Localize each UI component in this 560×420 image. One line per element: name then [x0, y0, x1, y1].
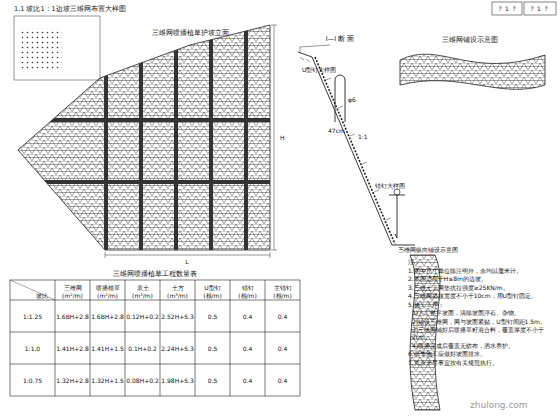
note: 1.图中尺寸单位除注明外，余均以厘米计。: [408, 267, 554, 274]
note: 7.其余未尽事宜按有关规范执行。: [408, 359, 554, 366]
note: 6.雨季施工应做好坡面排水。: [408, 350, 554, 357]
note: 3.三维土工网垫抗拉强度≥25KN/m。: [408, 284, 554, 291]
table-unit: (m³/m): [132, 292, 153, 299]
table-unit: (根/m): [273, 292, 292, 299]
table-cell: 1:0.75: [23, 377, 42, 384]
title-block-cell: ?: [512, 5, 515, 12]
table-unit: (根/m): [238, 292, 257, 299]
note: 2)铺设三维网，网与坡面紧贴，U型钉间距1.5m。: [412, 318, 554, 325]
note: 1)人工整平坡面，清除坡面浮石、杂物。: [412, 309, 554, 316]
watermark: zhulong.com: [470, 400, 528, 410]
table-header: 锚钉: [242, 284, 254, 291]
table-cell: 0.5: [208, 313, 218, 320]
table-cell: 1:1.25: [23, 313, 42, 320]
table-cell: 0.4: [243, 377, 253, 384]
table-cell: 2.24H+5.3: [161, 345, 193, 352]
table-title: 三维网喷播植草工程数量表: [113, 271, 197, 278]
table-cell: 0.4: [278, 345, 288, 352]
title-block-cell: ?: [530, 5, 533, 12]
table-cell: 1.32H+2.8: [56, 377, 88, 384]
section-title: I—I 断 面: [326, 36, 354, 43]
title-block-cell: ?: [544, 5, 547, 12]
dimension: 47cm: [328, 127, 345, 134]
table-cell: 0.12H+0.2: [126, 313, 158, 320]
table-cell: 0.5: [208, 345, 218, 352]
table-header: U型钉: [204, 284, 220, 291]
table-cell: 1.32H+1.5: [91, 377, 123, 384]
table-cell: 0.5: [208, 377, 218, 384]
table-cell: 0.4: [278, 377, 288, 384]
note: 5.施工工序：: [408, 301, 554, 308]
table-cell: 2.52H+5.3: [161, 313, 193, 320]
table-cell: 1:1.0: [25, 345, 40, 352]
title-block-cell: 1: [505, 5, 509, 12]
table-cell: 0.1H+0.2: [128, 345, 157, 352]
title-block-cell: 1: [537, 5, 541, 12]
table-cell: 0.4: [278, 313, 288, 320]
table-unit: (根/m): [203, 292, 222, 299]
note: 4)喷播完成后覆盖无纺布，洒水养护。: [412, 342, 554, 349]
table-unit: (m²/m): [97, 292, 118, 299]
table-cell: 1.98H+5.3: [161, 377, 193, 384]
view-title: 锚钉大样图: [375, 182, 405, 189]
dimension: φ6: [348, 96, 356, 103]
dimension: L: [185, 258, 188, 265]
table-unit: (m²/m): [62, 292, 83, 299]
table-header: 主锚钉: [274, 284, 292, 291]
table-cell: 1.41H+2.8: [56, 345, 88, 352]
note: 4.三维网搭接宽度不小于10cm，用U型钉固定。: [408, 292, 554, 299]
note: 注：: [408, 258, 554, 265]
view-title: 三维网铺设示意图: [442, 37, 498, 44]
view-title: U型钉大样图: [302, 66, 336, 73]
table-header: 表土: [137, 284, 149, 291]
dimension: H: [280, 134, 285, 141]
table-unit: (m³/m): [167, 292, 188, 299]
table-cell: 0.08H+0.2: [126, 377, 158, 384]
note: 2.本图适用于H≤8m的边坡。: [408, 275, 554, 282]
view-title: 三维网喷播植草护坡立面: [152, 30, 229, 37]
table-header: 三维网: [64, 284, 82, 291]
table-header: 坡比: [36, 292, 48, 299]
sheet-title: 1.1 坡比1：1边坡三维网布置大样图: [14, 6, 126, 13]
table-cell: 0.4: [243, 345, 253, 352]
note: 3)三维网铺好后喷播草籽混合料，覆盖厚度不小于2cm。: [412, 326, 554, 340]
view-title: 三维网纵向铺设示意图: [398, 246, 458, 253]
table-cell: 0.4: [243, 313, 253, 320]
table-cell: 1.6BH+2.8: [91, 313, 124, 320]
table-header: 土方: [172, 284, 184, 291]
table-cell: 1.41H+1.5: [91, 345, 123, 352]
table-header: 喷播植草: [96, 284, 120, 291]
slope-ratio: 1:1: [358, 133, 368, 140]
title-block-cell: ?: [498, 5, 501, 12]
table-cell: 1.6BH+2.8: [56, 313, 89, 320]
